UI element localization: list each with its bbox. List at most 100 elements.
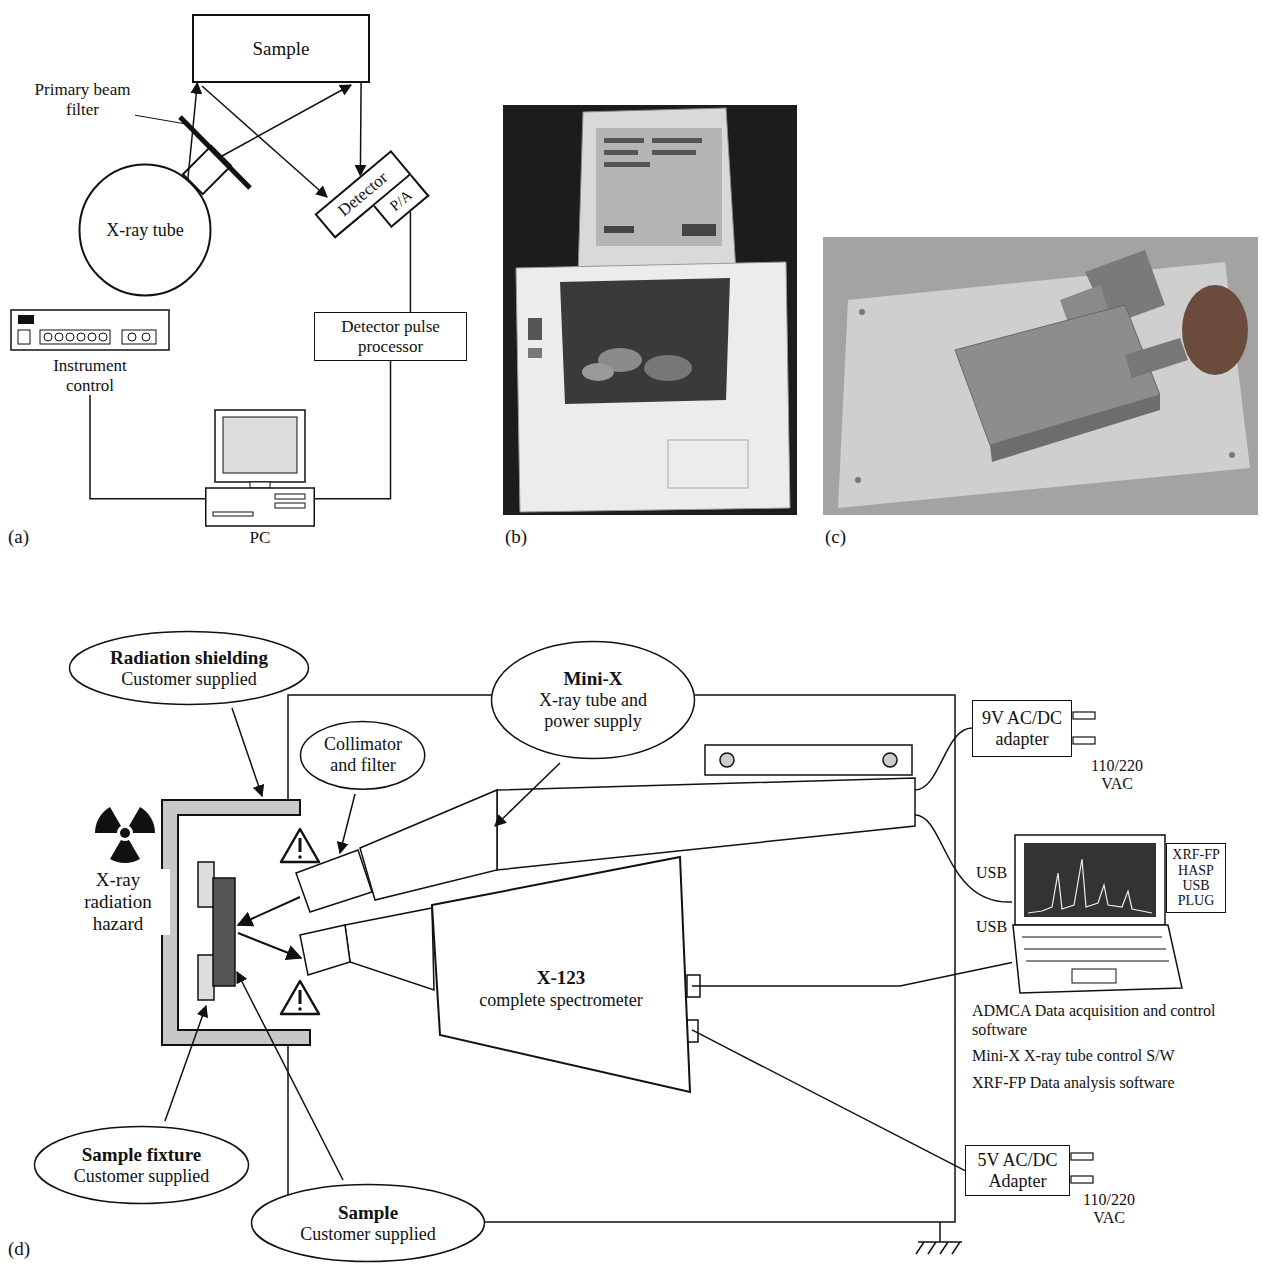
- callout-oval: Sample fixtureCustomer supplied: [33, 1125, 250, 1205]
- node-outline: [10, 308, 170, 354]
- xrf-instrument-photo: [644, 355, 692, 381]
- instrument-control-device: [88, 333, 96, 341]
- spectrometer-module-photo: [955, 305, 1160, 445]
- connector: [315, 361, 391, 499]
- x-ray-tube-circle: X-ray tube: [78, 163, 212, 297]
- radiation-symbol: [129, 807, 155, 833]
- instrument-control-device: [99, 333, 107, 341]
- spectrometer-module-photo: [1182, 285, 1248, 375]
- node-text: Sample fixture: [74, 1144, 210, 1166]
- xrf-instrument-photo: [516, 262, 790, 512]
- node-text: X-ray tube: [106, 220, 183, 241]
- xrf-instrument-photo: [528, 348, 542, 358]
- adapter-box: 9V AC/DC adapter: [972, 700, 1072, 757]
- node-text: Detector pulse processor: [321, 317, 460, 356]
- mini-x-tube: [497, 778, 915, 870]
- mini-x-tube: [883, 753, 897, 767]
- port-label: USB: [976, 918, 1007, 936]
- x-ray-beam: [238, 897, 301, 958]
- spectrometer-module-photo: [1229, 452, 1235, 458]
- spectrometer-outline: [432, 857, 690, 1092]
- hasp-plug-box: XRF-FP HASP USB PLUG: [1166, 843, 1226, 913]
- plug-pins: [1073, 737, 1095, 744]
- radiation-symbol: [110, 840, 140, 863]
- mini-x-tube: [360, 790, 497, 900]
- laptop-drawing: [1072, 969, 1116, 983]
- adapter-box: 5V AC/DC Adapter: [965, 1145, 1070, 1196]
- node-text: Customer supplied: [74, 1166, 210, 1187]
- spectrometer-module-photo: [823, 237, 1258, 515]
- xrf-instrument-photo: [604, 162, 650, 167]
- pc-drawing: [223, 417, 297, 473]
- x-ray-beam: [202, 85, 351, 197]
- radiation-symbol: [95, 807, 121, 833]
- connector: [692, 963, 1012, 986]
- node-text: 9V AC/DC adapter: [979, 708, 1065, 749]
- node-outline: [33, 1125, 250, 1205]
- ground-symbol: [916, 1222, 962, 1254]
- warning-triangle: [281, 829, 319, 862]
- node-text: XRF-FP HASP USB PLUG: [1169, 847, 1223, 909]
- instrument-control-device: [44, 333, 52, 341]
- connector: [410, 212, 412, 312]
- text-wrap: Radiation shieldingCustomer supplied: [110, 647, 268, 690]
- text-wrap: Sample fixtureCustomer supplied: [74, 1144, 210, 1187]
- instrument-control: Instrument control: [10, 308, 170, 395]
- leader-line: [128, 114, 186, 124]
- laptop-drawing: [1024, 843, 1156, 917]
- xrf-instrument-photo: [578, 108, 736, 276]
- pc-drawing: [275, 503, 305, 508]
- mini-x-tube: [705, 745, 912, 775]
- x-ray-beam: [238, 933, 301, 958]
- node-text: XRF-FP Data analysis software: [972, 1073, 1234, 1092]
- node-text: Mini-X: [518, 668, 668, 690]
- node-text: Customer supplied: [110, 669, 268, 690]
- instrument-control-device: [18, 330, 30, 344]
- radiation-symbol: [120, 828, 130, 838]
- instrument-control-device: [77, 333, 85, 341]
- sample-fixture: [198, 862, 214, 907]
- sample-fixture: [198, 955, 214, 1000]
- text-wrap: Mini-XX-ray tube and power supply: [518, 668, 668, 731]
- x-ray-beam: [238, 897, 300, 925]
- oval-outline: [35, 1127, 249, 1204]
- instrument-control-device: [18, 315, 34, 324]
- laptop-drawing: [1015, 835, 1165, 925]
- warning-triangle: [281, 981, 319, 1014]
- spectrometer-module-photo: [990, 395, 1160, 462]
- plug-pins: [1073, 712, 1095, 719]
- spectrometer-body: X-123complete spectrometer: [430, 855, 692, 1093]
- xrf-instrument-photo: [582, 363, 614, 381]
- warning-triangle: [298, 855, 302, 859]
- connector: [188, 83, 197, 179]
- xrf-instrument-photo: [503, 105, 797, 515]
- cable: [915, 815, 1012, 902]
- plug-pins: [1071, 1153, 1093, 1160]
- xrf-instrument-photo: [528, 318, 542, 340]
- instrument-control-device: [11, 310, 169, 350]
- panel-letter: (a): [8, 526, 29, 548]
- xrf-instrument-photo: [652, 150, 696, 155]
- instrument-control-device: [55, 333, 63, 341]
- oval-outline: [492, 642, 695, 759]
- laptop-drawing: [1013, 925, 1182, 993]
- leader-arrow: [495, 763, 560, 826]
- hazard-label: X-ray radiation hazard: [66, 869, 170, 935]
- leader-arrow: [340, 794, 355, 853]
- pc-drawing: [275, 494, 305, 499]
- xrf-instrument-photo: [604, 150, 638, 155]
- pc-drawing: [250, 482, 270, 488]
- detector-snout: [300, 925, 350, 975]
- xrf-instrument-photo: [560, 278, 730, 404]
- node-text: Radiation shielding: [110, 647, 268, 669]
- node-text: Sample: [300, 1202, 436, 1224]
- xrf-instrument-photo: [604, 138, 644, 143]
- laptop-drawing: [1024, 949, 1166, 950]
- laptop-drawing: [1026, 961, 1169, 962]
- sample-box: Sample: [192, 14, 370, 83]
- node-text: X-ray tube and power supply: [518, 690, 668, 731]
- connector: [90, 395, 205, 499]
- pc-drawing: [215, 410, 305, 482]
- text-wrap: Collimator and filter: [315, 734, 410, 775]
- leader-arrow: [232, 708, 262, 796]
